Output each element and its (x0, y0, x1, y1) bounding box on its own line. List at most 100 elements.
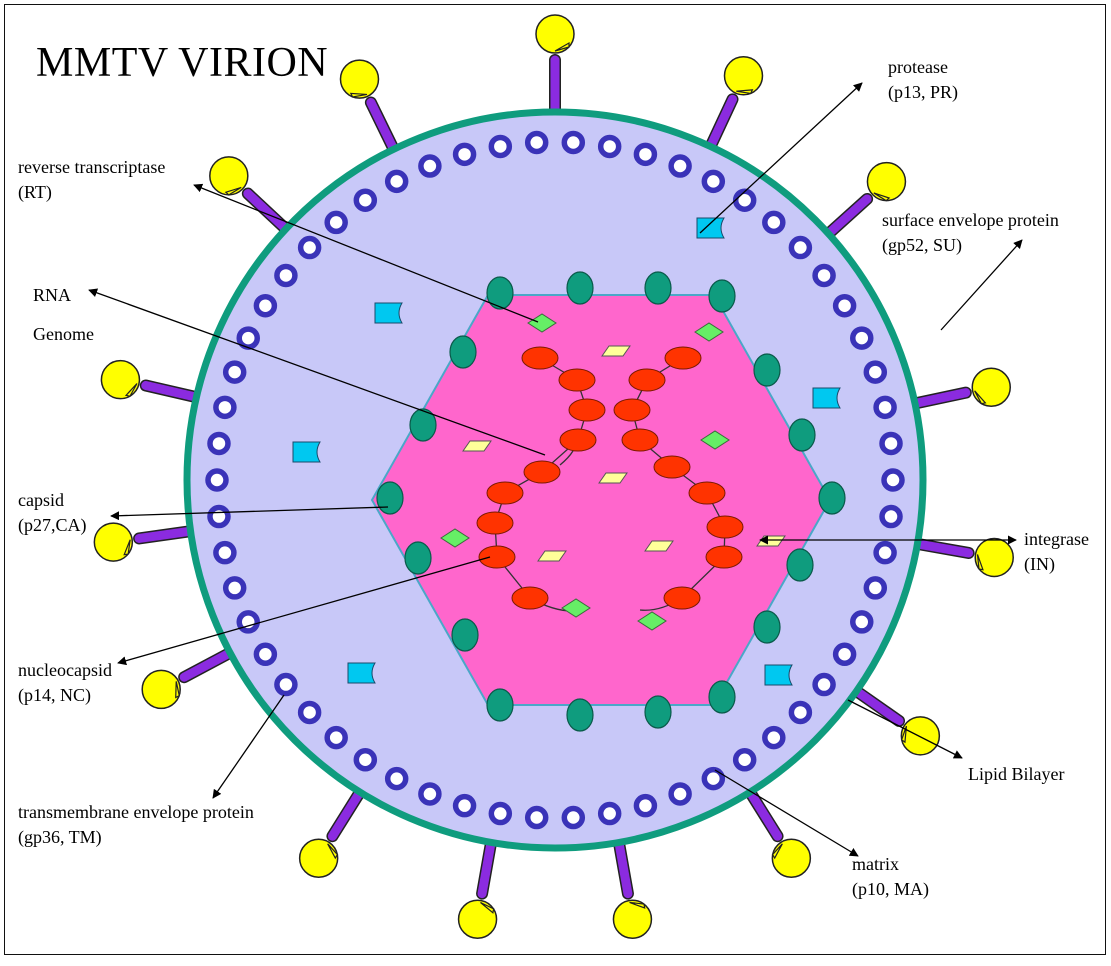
matrix-ring-icon (866, 579, 884, 597)
matrix-ring-icon (601, 137, 619, 155)
matrix-ring-icon (853, 329, 871, 347)
su-head (142, 670, 180, 708)
nucleocapsid-icon (614, 399, 650, 421)
nucleocapsid-icon (654, 456, 690, 478)
matrix-ring-icon (736, 191, 754, 209)
matrix-ring-icon (388, 172, 406, 190)
matrix-ring-icon (421, 157, 439, 175)
matrix-ring-icon (356, 191, 374, 209)
capsid-protein-icon (787, 549, 813, 581)
envelope-glycoprotein-icon (340, 60, 397, 156)
label-capsid: capsid (p27,CA) (18, 488, 87, 538)
matrix-ring-icon (791, 703, 809, 721)
nucleocapsid-icon (487, 482, 523, 504)
envelope-glycoprotein-icon (101, 361, 204, 399)
matrix-ring-icon (456, 145, 474, 163)
envelope-glycoprotein-icon (459, 835, 497, 939)
matrix-ring-icon (301, 239, 319, 257)
matrix-ring-icon (256, 297, 274, 315)
label-lipid-bilayer: Lipid Bilayer (968, 762, 1064, 787)
capsid-protein-icon (377, 482, 403, 514)
capsid-protein-icon (754, 611, 780, 643)
matrix-ring-icon (791, 239, 809, 257)
envelope-glycoprotein-icon (613, 835, 651, 939)
matrix-ring-icon (528, 809, 546, 827)
capsid-protein-icon (645, 696, 671, 728)
capsid-protein-icon (487, 277, 513, 309)
nucleocapsid-icon (629, 369, 665, 391)
label-matrix: matrix (p10, MA) (852, 852, 929, 902)
su-head (340, 60, 378, 98)
nucleocapsid-icon (560, 429, 596, 451)
su-head (613, 900, 651, 938)
capsid-protein-icon (754, 354, 780, 386)
matrix-ring-icon (884, 471, 902, 489)
matrix-ring-icon (421, 785, 439, 803)
matrix-ring-icon (388, 770, 406, 788)
matrix-ring-icon (277, 266, 295, 284)
matrix-ring-icon (528, 133, 546, 151)
envelope-glycoprotein-icon (746, 785, 811, 877)
su-head (901, 717, 939, 755)
nucleocapsid-icon (707, 516, 743, 538)
capsid-protein-icon (789, 419, 815, 451)
label-rna-genome: RNA Genome (33, 283, 94, 347)
matrix-ring-icon (765, 729, 783, 747)
nucleocapsid-icon (706, 546, 742, 568)
matrix-ring-icon (636, 797, 654, 815)
matrix-ring-icon (210, 508, 228, 526)
diagram-title: MMTV VIRION (36, 38, 328, 88)
su-head (724, 57, 762, 95)
su-head (94, 523, 132, 561)
matrix-ring-icon (866, 363, 884, 381)
nucleocapsid-icon (512, 587, 548, 609)
matrix-ring-icon (882, 434, 900, 452)
matrix-ring-icon (216, 544, 234, 562)
matrix-ring-icon (301, 703, 319, 721)
envelope-glycoprotein-icon (94, 523, 198, 561)
matrix-ring-icon (736, 751, 754, 769)
envelope-glycoprotein-icon (850, 686, 939, 754)
nucleocapsid-icon (664, 587, 700, 609)
matrix-ring-icon (765, 213, 783, 231)
label-surface-envelope-protein: surface envelope protein (gp52, SU) (882, 208, 1059, 258)
envelope-glycoprotein-icon (300, 785, 365, 877)
matrix-ring-icon (636, 145, 654, 163)
protease-icon (765, 665, 792, 685)
label-transmembrane-envelope-protein: transmembrane envelope protein (gp36, TM… (18, 800, 254, 850)
nucleocapsid-icon (622, 429, 658, 451)
matrix-ring-icon (564, 133, 582, 151)
protease-icon (348, 663, 375, 683)
nucleocapsid-icon (477, 512, 513, 534)
capsid-protein-icon (709, 681, 735, 713)
envelope-glycoprotein-icon (536, 15, 574, 120)
protease-icon (293, 442, 320, 462)
capsid-protein-icon (709, 280, 735, 312)
protease-icon (375, 303, 402, 323)
nucleocapsid-icon (524, 461, 560, 483)
capsid-protein-icon (567, 272, 593, 304)
nucleocapsid-icon (689, 482, 725, 504)
su-head (975, 538, 1013, 576)
matrix-ring-icon (876, 544, 894, 562)
capsid-protein-icon (450, 336, 476, 368)
capsid-protein-icon (645, 272, 671, 304)
label-reverse-transcriptase: reverse transcriptase (RT) (18, 155, 165, 205)
matrix-ring-icon (208, 471, 226, 489)
matrix-ring-icon (327, 729, 345, 747)
capsid-protein-icon (452, 619, 478, 651)
matrix-ring-icon (815, 676, 833, 694)
label-nucleocapsid: nucleocapsid (p14, NC) (18, 658, 112, 708)
arrow-transmembrane-envelope-protein (213, 695, 284, 798)
arrow-lipid-bilayer (848, 700, 962, 758)
matrix-ring-icon (853, 613, 871, 631)
matrix-ring-icon (491, 805, 509, 823)
nucleocapsid-icon (665, 347, 701, 369)
su-head (772, 839, 810, 877)
capsid-protein-icon (819, 482, 845, 514)
matrix-ring-icon (226, 579, 244, 597)
matrix-ring-icon (671, 785, 689, 803)
matrix-ring-icon (704, 172, 722, 190)
envelope-glycoprotein-icon (910, 538, 1014, 576)
